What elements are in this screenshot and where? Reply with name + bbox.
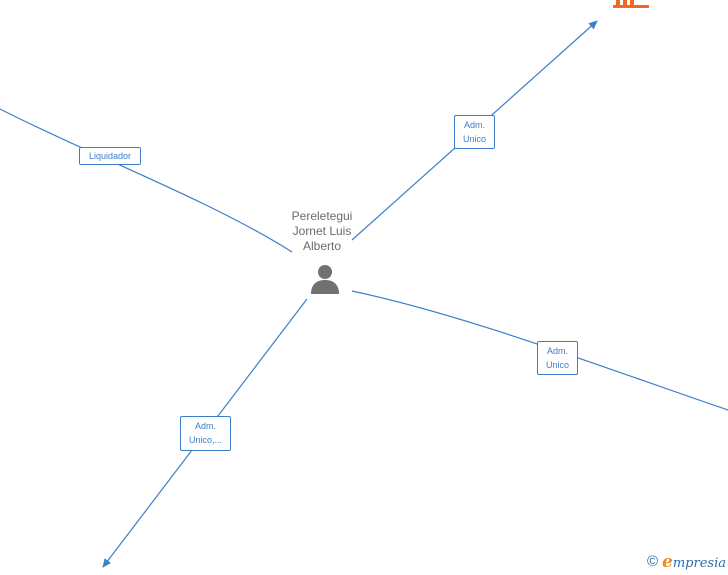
empresia-logo[interactable]: empresia bbox=[662, 552, 726, 572]
brand-rest: mpresia bbox=[672, 556, 726, 571]
edge-label-adm-unico-right[interactable]: Adm. Unico bbox=[537, 341, 578, 375]
copyright-icon: © bbox=[646, 553, 659, 570]
edge-label-liquidador[interactable]: Liquidador bbox=[79, 147, 141, 165]
building-icon[interactable] bbox=[613, 0, 649, 8]
edge-label-adm-unico-top[interactable]: Adm. Unico bbox=[454, 115, 495, 149]
person-name[interactable]: Pereletegui Jornet Luis Alberto bbox=[291, 209, 353, 253]
edge-liquidador[interactable] bbox=[0, 108, 293, 253]
brand-initial: e bbox=[662, 552, 673, 572]
person-icon[interactable] bbox=[309, 264, 341, 294]
footer-brand: © empresia bbox=[647, 552, 726, 572]
edge-label-adm-unico-bottom[interactable]: Adm. Unico,... bbox=[180, 416, 231, 451]
